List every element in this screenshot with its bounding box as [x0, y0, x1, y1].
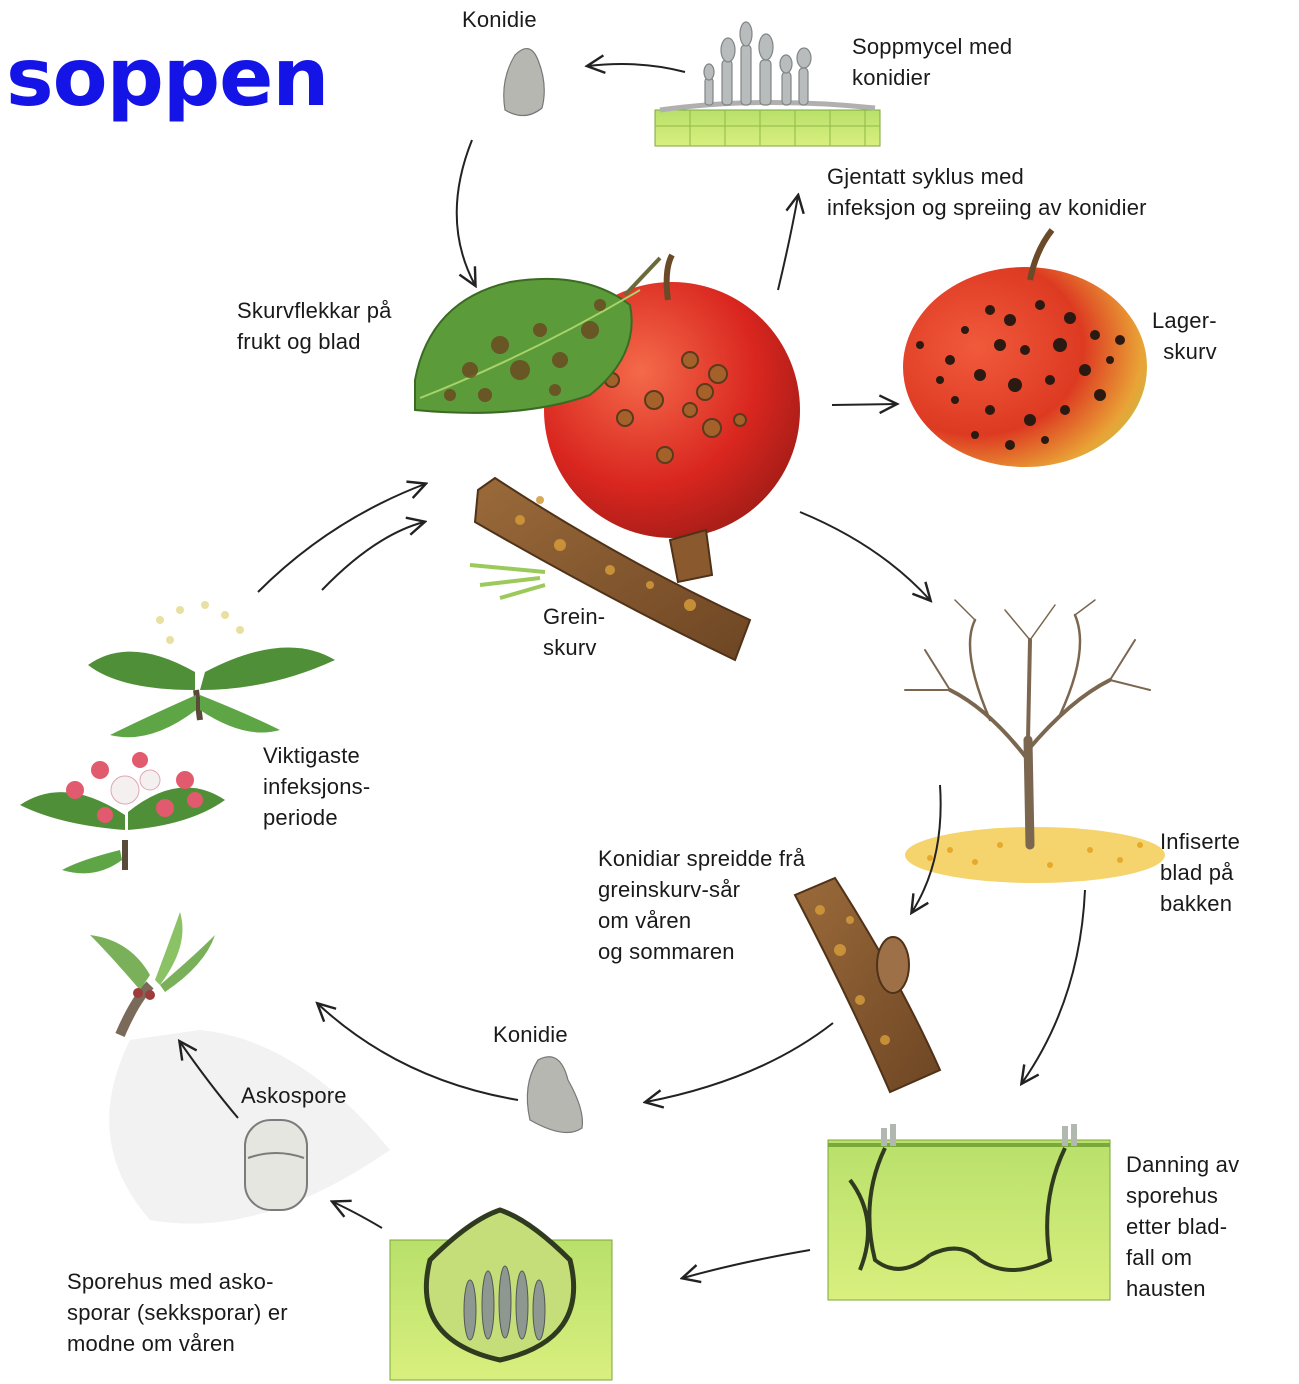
- mycelium-conidia-illustration: [655, 22, 880, 146]
- label-sporehus-med-askosporar: Sporehus med asko- sporar (sekksporar) e…: [67, 1266, 288, 1359]
- label-konidiar-spreidde: Konidiar spreidde frå greinskurv-sår om …: [598, 843, 805, 967]
- bud-shoot: [90, 912, 215, 1035]
- arrow-flowers-to-apple-2: [322, 522, 424, 590]
- ascospore-illustration: [245, 1120, 307, 1210]
- arrow-pseudothecium-to-ascospore: [333, 1202, 382, 1228]
- label-lagerskurv: Lager- skurv: [1152, 305, 1217, 367]
- label-skurvflekkar: Skurvflekkar på frukt og blad: [237, 295, 392, 357]
- page-title: soppen: [6, 28, 328, 128]
- label-danning-av-sporehus: Danning av sporehus etter blad- fall om …: [1126, 1149, 1239, 1304]
- conidium-bottom: [527, 1057, 582, 1133]
- blossom-cluster-top: [88, 601, 335, 737]
- label-soppmycel: Soppmycel med konidier: [852, 31, 1012, 93]
- arrow-konidie-to-apple: [457, 140, 475, 285]
- label-infiserte-blad: Infiserte blad på bakken: [1160, 826, 1240, 919]
- conidium-top: [504, 49, 545, 116]
- label-konidie-bottom: Konidie: [493, 1019, 568, 1050]
- arrow-flowers-to-apple-1: [258, 484, 425, 592]
- blossom-cluster-middle: [20, 752, 225, 873]
- label-greinskurv: Grein- skurv: [543, 601, 605, 663]
- arrow-branch-to-conidie: [646, 1023, 833, 1102]
- arrow-tissue-to-pseudothecium: [683, 1250, 810, 1278]
- label-viktigaste-infeksjonsperiode: Viktigaste infeksjons- periode: [263, 740, 370, 833]
- arrow-conidie-to-left: [318, 1004, 518, 1100]
- pseudothecium-asci: [390, 1210, 612, 1380]
- arrow-apple-to-storage: [832, 404, 896, 405]
- label-askospore: Askospore: [241, 1080, 347, 1111]
- label-gjentatt-syklus: Gjentatt syklus med infeksjon og spreiin…: [827, 161, 1147, 223]
- arrow-mycel-to-konidie: [588, 64, 685, 72]
- bare-tree-illustration: [905, 600, 1165, 883]
- label-konidie-top: Konidie: [462, 4, 537, 35]
- branch-wound-illustration: [795, 878, 940, 1092]
- storage-scab-apple: [903, 230, 1147, 467]
- arrow-apple-to-repeat: [778, 196, 798, 290]
- leaf-tissue-pseudothecia: [828, 1124, 1110, 1300]
- arrow-leaves-to-tissue: [1022, 890, 1085, 1083]
- scabbed-apple-and-leaf: [415, 255, 800, 538]
- arrow-apple-to-tree: [800, 512, 930, 600]
